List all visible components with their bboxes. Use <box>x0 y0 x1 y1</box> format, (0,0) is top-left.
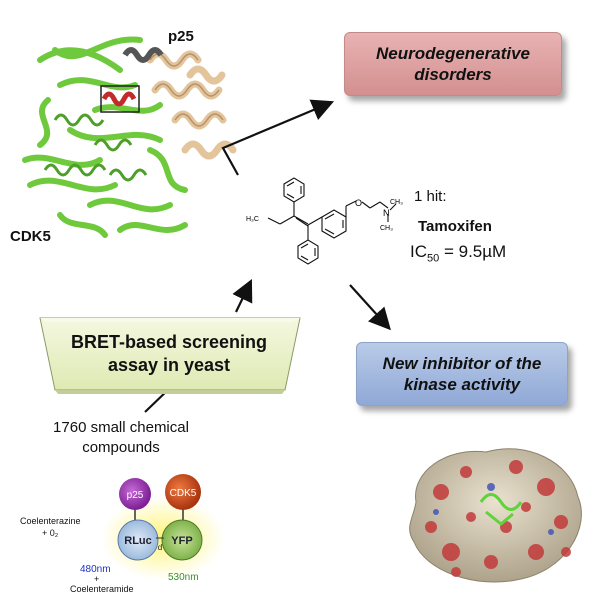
cdk5-p25-structure <box>22 36 237 238</box>
arrow-to-inhibitor <box>349 284 391 331</box>
atom-n: N <box>383 208 390 218</box>
arrow-bret-to-molecule <box>232 279 253 313</box>
methyl-top: CH₃ <box>390 199 403 206</box>
bret-box <box>39 317 301 394</box>
bret-assay-schematic: p25 CDK5 RLuc YFP d Coelenterazine + 0₂ … <box>20 474 225 594</box>
substrate-label: Coelenterazine <box>20 516 81 526</box>
ic50-value: IC50 = 9.5µM <box>410 242 507 265</box>
oxygen-label: + 0₂ <box>42 528 59 538</box>
bret-label: BRET-based screening assay in yeast <box>70 332 268 375</box>
red-helix <box>101 91 137 107</box>
assay-p25-label: p25 <box>127 490 144 501</box>
methyl-left: H₃C <box>246 216 259 223</box>
yfp-label: YFP <box>171 535 192 547</box>
hit-count-label: 1 hit: <box>414 188 447 205</box>
product-label: Coelenteramide <box>70 584 134 594</box>
protein-surface <box>409 448 582 583</box>
compounds-label: 1760 small chemical compounds <box>53 419 189 456</box>
plus-sign: + <box>94 574 99 584</box>
neurodegenerative-label: Neurodegenerative disorders <box>376 44 530 84</box>
new-inhibitor-label: New inhibitor of the kinase activity <box>382 354 542 394</box>
cdk5-circle <box>165 474 201 510</box>
dark-helix <box>122 47 164 63</box>
drug-name: Tamoxifen <box>418 218 492 235</box>
highlight-box <box>100 85 140 113</box>
p25-circle <box>119 478 151 510</box>
ligand <box>479 493 523 526</box>
rluc-circle <box>117 519 159 561</box>
methyl-bottom: CH₃ <box>380 225 393 232</box>
cdk5-ribbon <box>22 36 188 238</box>
rluc-wavelength: 480nm <box>80 564 111 575</box>
rluc-label: RLuc <box>124 535 152 547</box>
cdk5-helix-coils <box>43 113 148 182</box>
new-inhibitor-box: New inhibitor of the kinase activity <box>356 342 568 406</box>
arrow-to-neuro <box>221 99 335 176</box>
yfp-wavelength: 530nm <box>168 572 199 583</box>
cdk5-label: CDK5 <box>10 228 51 245</box>
p25-label: p25 <box>168 28 194 45</box>
yfp-circle <box>161 519 203 561</box>
distance-label: d <box>158 543 162 552</box>
tamoxifen-structure: O N CH₃ CH₃ H₃C <box>246 177 403 265</box>
neurodegenerative-box: Neurodegenerative disorders <box>344 32 562 96</box>
assay-cdk5-label: CDK5 <box>170 488 197 499</box>
atom-o: O <box>355 198 362 208</box>
